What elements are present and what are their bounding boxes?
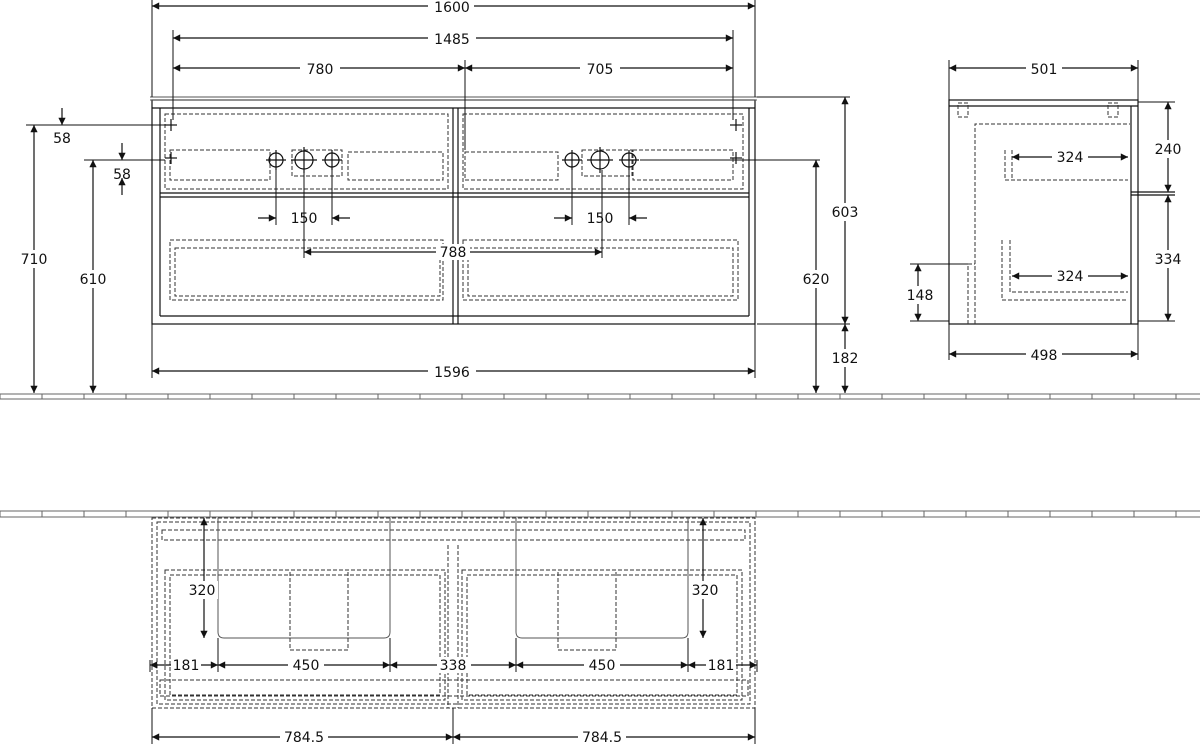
side-view: 501 324 324 240 334 148 498 bbox=[904, 60, 1186, 364]
dim-450-left: 450 bbox=[293, 658, 320, 674]
dim-324-upper: 324 bbox=[1057, 150, 1084, 166]
dim-148: 148 bbox=[907, 288, 934, 304]
dim-788: 788 bbox=[440, 245, 467, 261]
dim-450-right: 450 bbox=[589, 658, 616, 674]
side-cabinet-outline bbox=[948, 99, 1139, 325]
dim-181-right: 181 bbox=[708, 658, 735, 674]
dim-501: 501 bbox=[1031, 62, 1058, 78]
dim-324-lower: 324 bbox=[1057, 269, 1084, 285]
dim-1596: 1596 bbox=[434, 365, 470, 381]
dim-240: 240 bbox=[1155, 142, 1182, 158]
dim-181-left: 181 bbox=[173, 658, 200, 674]
dim-1485: 1485 bbox=[434, 32, 470, 48]
dim-1600: 1600 bbox=[434, 0, 470, 16]
dim-710: 710 bbox=[21, 252, 48, 268]
top-view: 320 320 181 450 338 450 181 784.5 784.5 bbox=[149, 517, 758, 744]
dim-182: 182 bbox=[832, 351, 859, 367]
dim-320-left: 320 bbox=[189, 583, 216, 599]
front-view: 1600 1485 780 705 58 58 710 610 150 150 … bbox=[20, 0, 861, 393]
dim-320-right: 320 bbox=[692, 583, 719, 599]
dim-150-right: 150 bbox=[587, 211, 614, 227]
dim-498: 498 bbox=[1031, 348, 1058, 364]
dim-784-5-right: 784.5 bbox=[582, 730, 622, 744]
dim-334: 334 bbox=[1155, 252, 1182, 268]
dim-150-left: 150 bbox=[291, 211, 318, 227]
dim-620: 620 bbox=[803, 272, 830, 288]
dim-58-a: 58 bbox=[53, 131, 71, 147]
tap-hole-icon bbox=[165, 119, 742, 173]
dim-338: 338 bbox=[440, 658, 467, 674]
dim-603: 603 bbox=[832, 205, 859, 221]
floor-line bbox=[0, 393, 1200, 400]
dim-784-5-left: 784.5 bbox=[284, 730, 324, 744]
dim-58-b: 58 bbox=[113, 167, 131, 183]
dim-610: 610 bbox=[80, 272, 107, 288]
wall-line bbox=[0, 510, 1200, 518]
dim-705: 705 bbox=[587, 62, 614, 78]
dim-780: 780 bbox=[307, 62, 334, 78]
